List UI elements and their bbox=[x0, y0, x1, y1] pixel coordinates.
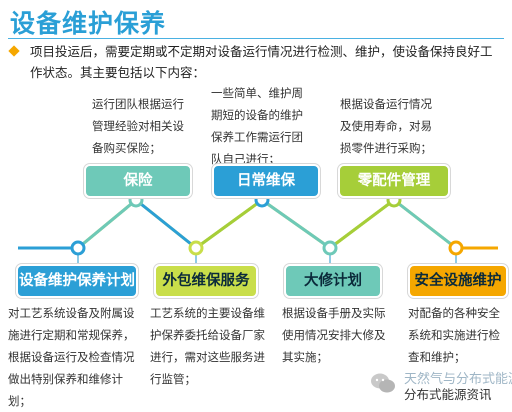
top-desc-insurance: 运行团队根据运行管理经验对相关设备购买保险； bbox=[92, 97, 184, 155]
wave-segment bbox=[393, 198, 457, 250]
top-desc-spare-parts: 根据设备运行情况及使用寿命，对易损零件进行采购； bbox=[340, 97, 432, 155]
wave-node-dot bbox=[448, 240, 464, 256]
watermark-line1: 天然气与分布式能源 bbox=[404, 372, 512, 387]
title-divider bbox=[8, 38, 504, 39]
daily-maintenance-label: 日常维保 bbox=[212, 164, 320, 198]
page-title: 设备维护保养 bbox=[10, 9, 167, 38]
wave-node-dot bbox=[188, 240, 204, 256]
bottom-desc-overhaul-plan: 根据设备手册及实际使用情况安排大修及其实施； bbox=[282, 306, 386, 364]
wave-node-dot bbox=[322, 240, 338, 256]
overhaul-plan-label: 大修计划 bbox=[284, 264, 382, 298]
maintenance-plan-label: 设备维护保养计划 bbox=[16, 264, 138, 298]
wave-segment bbox=[195, 198, 263, 250]
wave-segment bbox=[77, 198, 137, 250]
wave-segment bbox=[261, 198, 331, 250]
wave-node-dot bbox=[70, 240, 86, 256]
spare-parts-label: 零配件管理 bbox=[338, 164, 450, 198]
watermark-line2: 分布式能源资讯 bbox=[404, 387, 492, 402]
top-desc-daily-maintenance: 一些简单、维护周期短的设备的维护保养工作需运行团队自己进行； bbox=[211, 86, 303, 166]
safety-facility-label: 安全设施维护 bbox=[408, 264, 508, 298]
insurance-label: 保险 bbox=[84, 164, 192, 198]
wave-segment bbox=[329, 198, 395, 250]
wechat-logo-icon bbox=[371, 373, 395, 393]
intro-text: 项目投运后，需要定期或不定期对设备运行情况进行检测、维护，使设备保持良好工作状态… bbox=[30, 44, 493, 80]
outsourced-service-label: 外包维保服务 bbox=[154, 264, 258, 298]
bottom-desc-outsourced-service: 工艺系统的主要设备维护保养委托给设备厂家进行，需对这些服务进行监管； bbox=[150, 306, 265, 386]
bottom-desc-maintenance-plan: 对工艺系统设备及附属设施进行定期和常规保养，根据设备运行及检查情况做出特别保养和… bbox=[8, 306, 135, 408]
wave-segment bbox=[135, 198, 197, 250]
bottom-desc-safety-facility: 对配备的各种安全系统和实施进行检查和维护； bbox=[408, 306, 500, 364]
